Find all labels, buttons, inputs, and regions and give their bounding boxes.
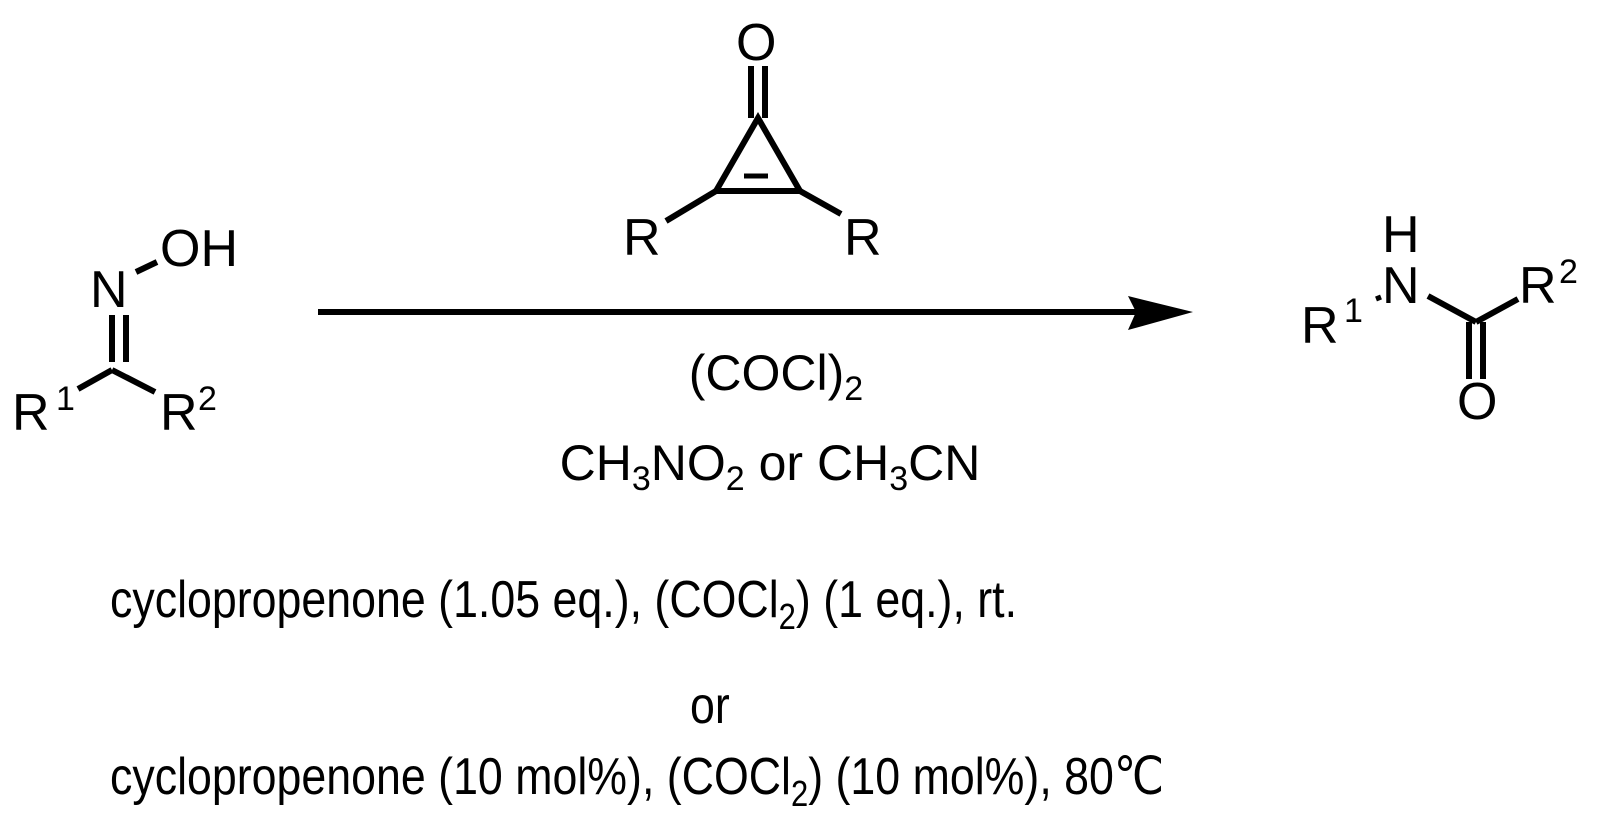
arrow-head-icon [1128, 296, 1193, 330]
option1-sub: 2 [778, 596, 796, 637]
cyclopropenone-r-left-label: R [623, 209, 661, 267]
n-c-bond [1426, 293, 1478, 325]
option2-pre: cyclopropenone (10 mol%), (COCl [110, 748, 791, 806]
c-r-left-bond [664, 188, 718, 224]
solvent-b-sub: 2 [725, 460, 745, 498]
option1-pre: cyclopropenone (1.05 eq.), (COCl [110, 571, 779, 629]
oxime-oh-label: OH [160, 220, 238, 278]
solvent-a-sub: 3 [631, 460, 651, 498]
solvent-or: or [744, 435, 817, 491]
cyclopropenone-r-right-label: R [844, 209, 882, 267]
oxime-r1-superscript: 1 [56, 380, 75, 418]
amide-h-label: H [1382, 206, 1420, 264]
conditions-option-1: cyclopropenone (1.05 eq.), (COCl2) (1 eq… [110, 571, 1018, 635]
option2-sub: 2 [790, 773, 809, 814]
amide-r2-label: R [1519, 257, 1557, 315]
c-r-right-bond [798, 188, 843, 217]
amide-r1-superscript: 1 [1344, 292, 1363, 330]
n-o-bond [134, 259, 159, 275]
solvent-c: CH [816, 435, 890, 491]
reagent-oxalyl-chloride: (COCl)2 [0, 345, 1576, 406]
r1-n-bond [1375, 294, 1382, 302]
amide-o-label: O [1457, 373, 1497, 431]
amide-r2-superscript: 2 [1559, 253, 1578, 291]
oxime-n-label: N [90, 261, 128, 319]
solvent-a: CH [559, 435, 632, 491]
amide-r1-label: R [1301, 297, 1339, 355]
oxime-r1-label: R [12, 384, 50, 442]
solvent-d: CN [908, 435, 981, 491]
conditions-option-2: cyclopropenone (10 mol%), (COCl2) (10 mo… [110, 748, 1165, 812]
oxalyl-chloride-text: (COCl) [688, 345, 845, 401]
oxime-r2-superscript: 2 [198, 380, 217, 418]
oxalyl-chloride-subscript: 2 [844, 370, 864, 408]
cyclopropene-ring [710, 111, 806, 194]
option1-post: ) (1 eq.), rt. [795, 571, 1018, 629]
solvent-c-sub: 3 [889, 460, 909, 498]
option2-post: ) (10 mol%), 80℃ [808, 748, 1165, 806]
product-amide [1375, 293, 1520, 379]
reaction-arrow [318, 296, 1193, 330]
reactant-oxime [76, 259, 159, 395]
c-r2-bond [110, 367, 157, 395]
oxime-r2-label: R [160, 384, 198, 442]
solvent-line: CH3NO2 or CH3CN [0, 435, 1570, 496]
c-r1-bond [76, 367, 114, 392]
reagent-cyclopropenone [664, 66, 843, 224]
cyclopropenone-o-label: O [736, 14, 776, 72]
c-r2-bond [1474, 296, 1520, 325]
solvent-b: NO [650, 435, 726, 491]
amide-n-label: N [1382, 257, 1420, 315]
conditions-separator: or [690, 677, 730, 735]
